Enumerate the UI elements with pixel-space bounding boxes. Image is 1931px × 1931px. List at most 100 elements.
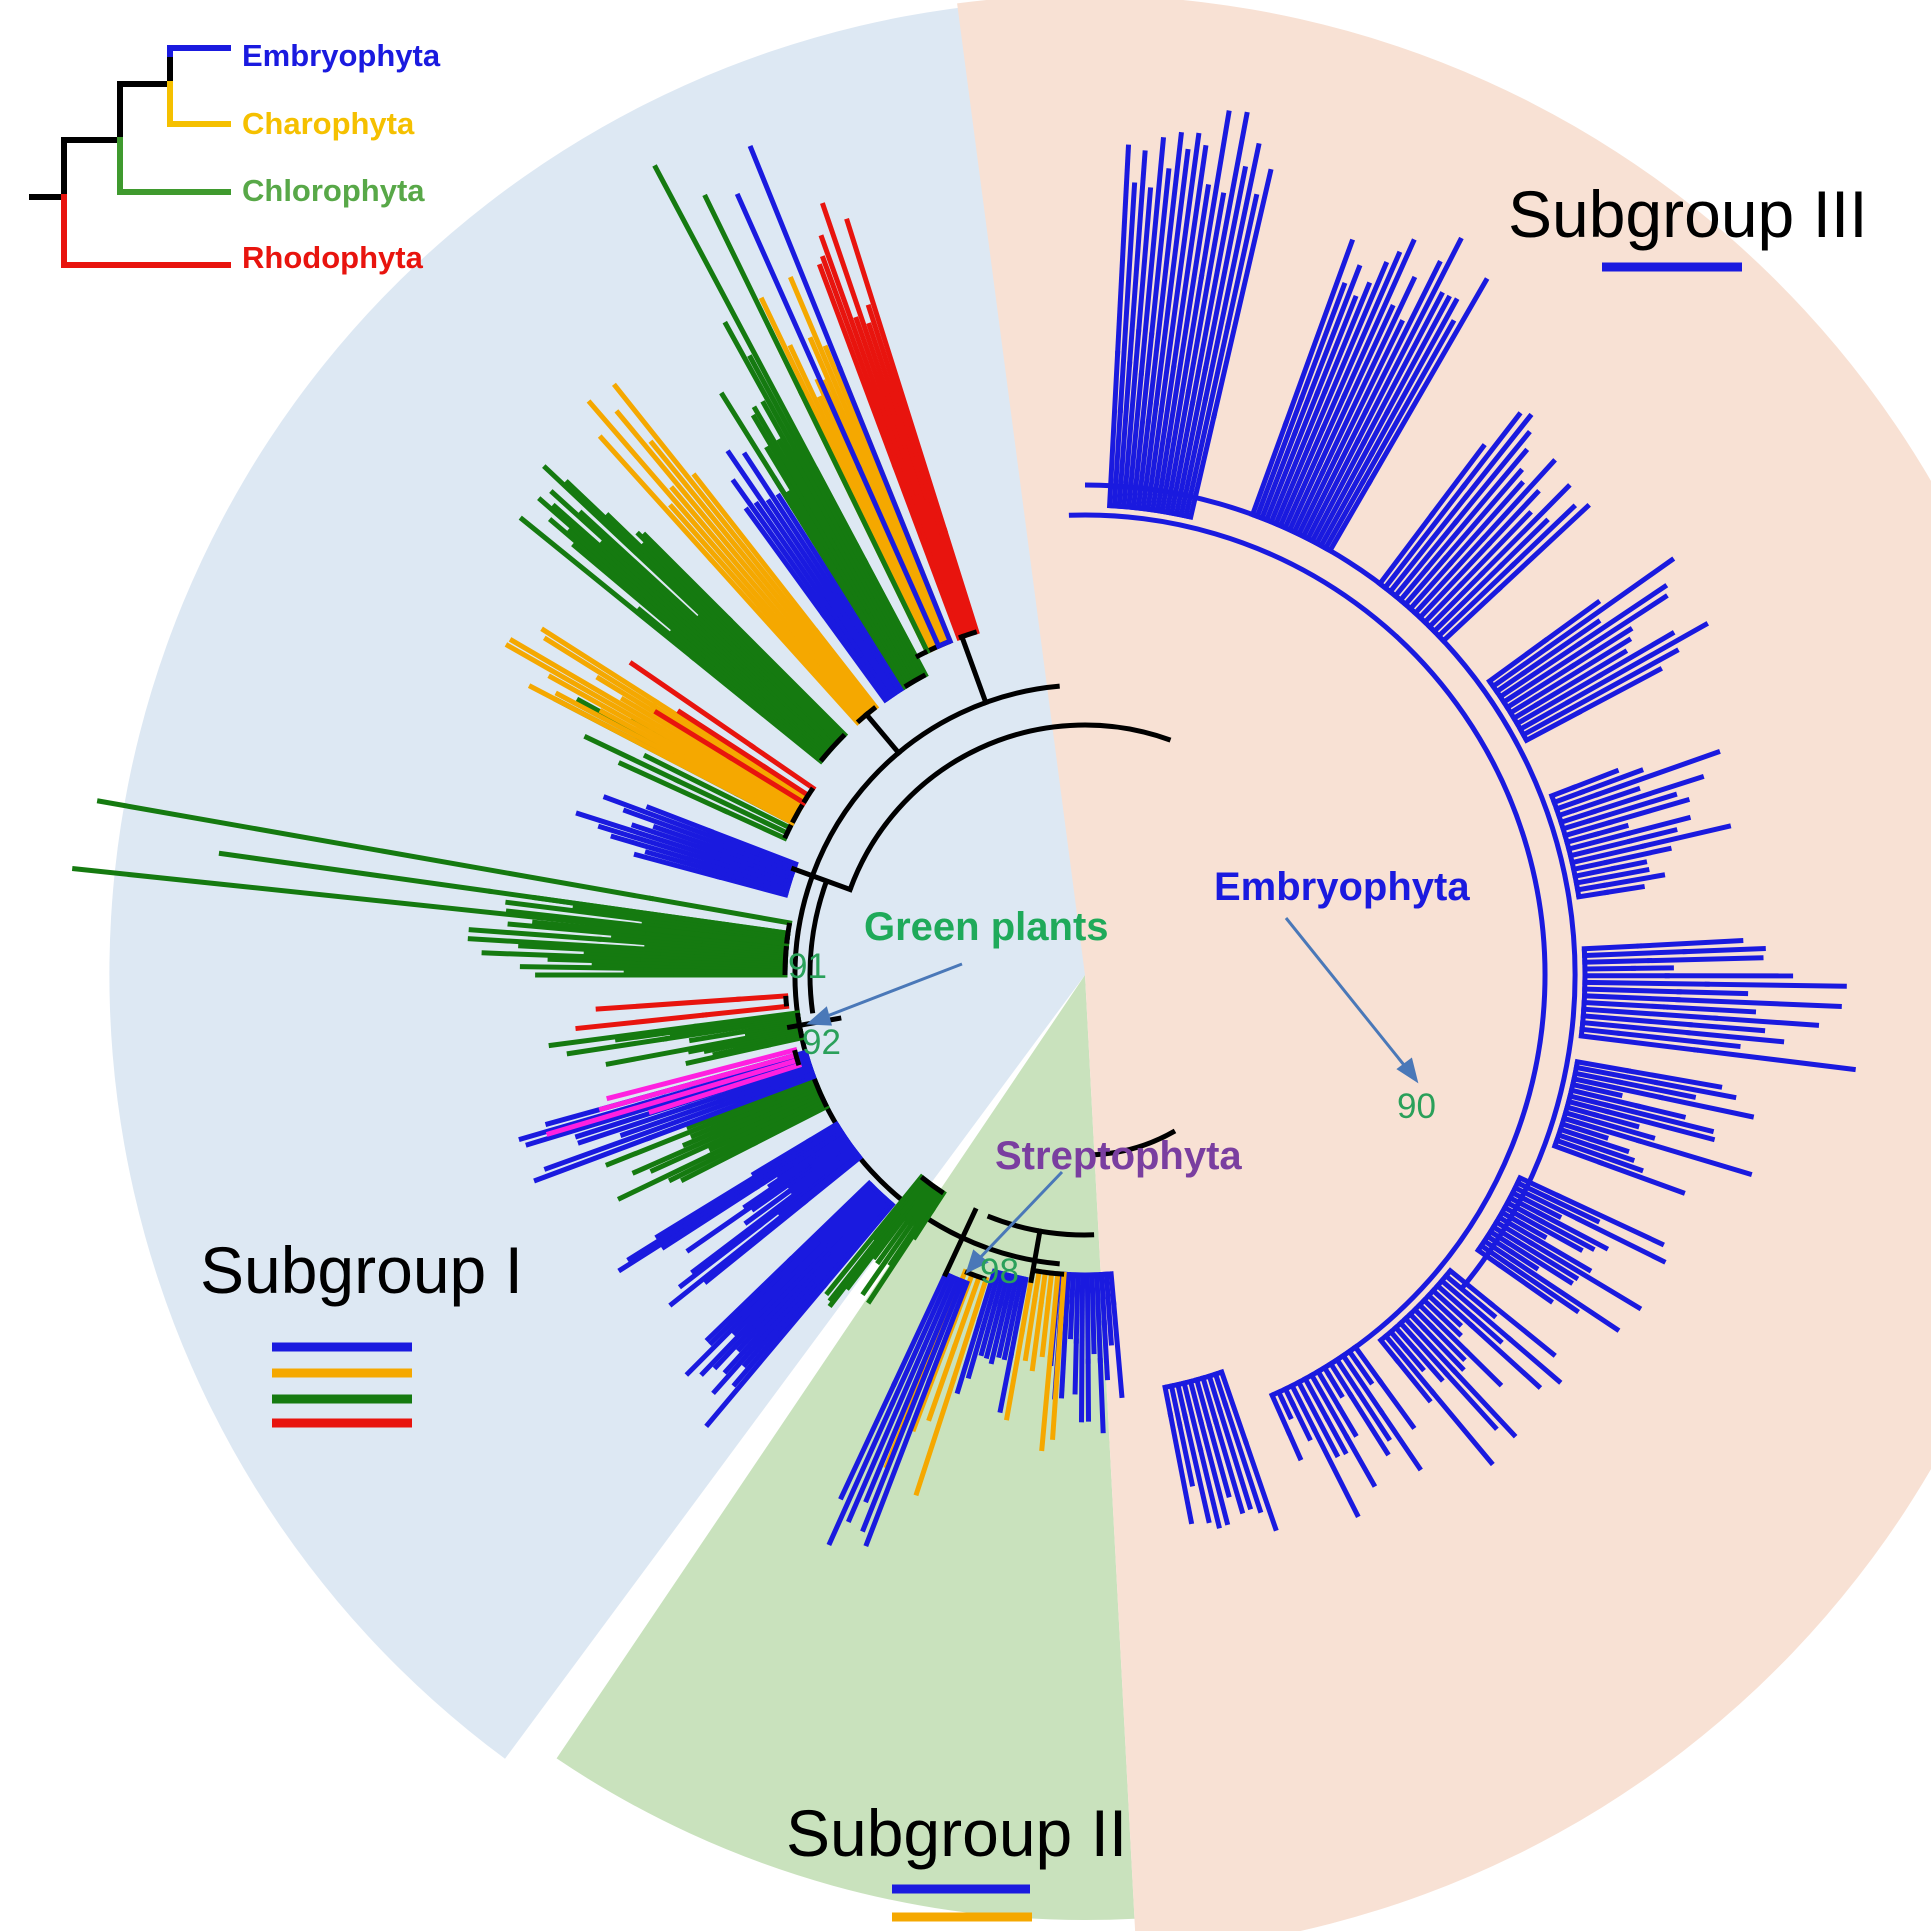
tree-branch bbox=[1004, 1328, 1026, 1421]
tree-branch bbox=[599, 539, 773, 696]
tree-branch bbox=[645, 1073, 817, 1142]
tree-branch bbox=[822, 344, 901, 523]
tree-branch bbox=[1441, 467, 1525, 563]
tree-branch bbox=[1406, 560, 1454, 613]
tree-branch bbox=[1148, 168, 1172, 338]
tree-branch bbox=[827, 1241, 881, 1309]
tree-arc bbox=[937, 638, 952, 649]
tree-branch bbox=[785, 489, 877, 635]
tree-branch bbox=[776, 1162, 845, 1217]
tree-branch bbox=[893, 516, 951, 646]
tree-branch bbox=[508, 637, 667, 732]
tree-branch bbox=[690, 1171, 825, 1275]
tree-branch bbox=[1393, 1356, 1433, 1404]
tree-branch bbox=[1480, 458, 1557, 542]
tree-branch bbox=[1126, 150, 1148, 367]
tree-branch bbox=[853, 542, 920, 661]
tree-branch bbox=[696, 613, 770, 683]
tree-branch bbox=[1484, 488, 1541, 549]
tree-branch bbox=[685, 1164, 812, 1254]
tree-branch bbox=[1439, 585, 1503, 645]
tree-arc bbox=[914, 649, 929, 660]
tree-branch bbox=[926, 1279, 970, 1384]
tree-branch bbox=[1145, 408, 1165, 513]
tree-branch bbox=[1165, 184, 1212, 443]
tree-branch bbox=[1325, 1371, 1345, 1399]
tree-branch bbox=[710, 749, 806, 810]
tree-branch bbox=[788, 1094, 826, 1115]
tree-branch bbox=[1216, 1407, 1254, 1511]
tree-branch bbox=[543, 1097, 741, 1172]
tree-branch bbox=[753, 500, 865, 658]
tree-branch bbox=[708, 1108, 796, 1153]
tree-branch bbox=[865, 469, 946, 648]
tree-branch bbox=[1630, 965, 1674, 971]
tree-branch bbox=[712, 1230, 845, 1371]
tree-branch bbox=[1559, 1120, 1581, 1132]
tree-branch bbox=[1347, 1391, 1391, 1457]
tree-branch bbox=[806, 1199, 894, 1301]
tree-branch bbox=[1402, 1346, 1426, 1373]
tree-branch bbox=[1587, 791, 1678, 824]
tree-branch bbox=[1582, 979, 1710, 987]
green-plants-arrow bbox=[821, 962, 963, 1020]
tree-branch bbox=[685, 1063, 813, 1110]
tree-branch bbox=[1462, 412, 1534, 500]
tree-branch bbox=[1281, 392, 1348, 532]
tree-branch bbox=[1032, 1268, 1042, 1301]
tree-branch bbox=[1199, 1374, 1219, 1425]
tree-branch bbox=[1114, 144, 1132, 357]
tree-branch bbox=[1428, 443, 1487, 518]
legend-label-charophyta: Charophyta bbox=[242, 106, 415, 141]
tree-branch bbox=[1258, 429, 1299, 522]
tree-branch bbox=[1555, 807, 1578, 819]
tree-branch bbox=[1600, 1153, 1644, 1174]
tree-branch bbox=[1154, 436, 1172, 514]
tree-branch bbox=[797, 622, 874, 715]
tree-branch bbox=[1135, 187, 1154, 335]
tree-branch bbox=[743, 1047, 798, 1066]
tree-branch bbox=[965, 1324, 987, 1380]
tree-branch bbox=[1636, 1137, 1753, 1178]
tree-branch bbox=[1442, 1369, 1499, 1431]
tree-branch bbox=[816, 263, 899, 470]
tree-branch bbox=[1285, 1428, 1304, 1462]
tree-branch bbox=[1401, 555, 1449, 608]
tree-branch bbox=[827, 1210, 901, 1303]
tree-branch bbox=[1072, 1338, 1079, 1395]
tree-branch bbox=[1097, 1357, 1106, 1434]
tree-branch bbox=[1575, 583, 1669, 648]
tree-branch bbox=[554, 690, 664, 752]
tree-branch bbox=[765, 498, 847, 617]
tree-branch bbox=[677, 1221, 764, 1290]
tree-branch bbox=[1430, 562, 1505, 635]
tree-branch bbox=[1304, 436, 1362, 542]
tree-branch bbox=[748, 861, 794, 881]
tree-branch bbox=[1579, 1026, 1621, 1036]
tree-branch bbox=[610, 833, 693, 863]
tree-branch bbox=[1162, 1384, 1174, 1418]
tree-branch bbox=[1416, 541, 1492, 622]
tree-branch bbox=[788, 1185, 879, 1278]
tree-branch bbox=[1574, 882, 1608, 893]
tree-branch bbox=[1320, 250, 1403, 431]
tree-branch bbox=[1218, 1368, 1249, 1445]
green-plants-arrowhead bbox=[806, 1006, 832, 1026]
tree-branch bbox=[980, 1269, 1002, 1331]
tree-branch bbox=[1421, 581, 1465, 626]
tree-branch bbox=[1564, 621, 1710, 706]
tree-branch bbox=[1340, 238, 1417, 400]
tree-branch bbox=[1079, 1272, 1086, 1351]
tree-branch bbox=[1313, 408, 1391, 547]
tree-branch bbox=[1582, 986, 1682, 995]
tree-branch bbox=[1579, 1019, 1692, 1036]
tree-branch bbox=[1685, 1029, 1785, 1045]
tree-branch bbox=[1582, 965, 1636, 972]
tree-branch bbox=[688, 1026, 759, 1044]
tree-branch bbox=[1039, 1355, 1053, 1452]
tree-branch bbox=[858, 650, 895, 700]
tree-branch bbox=[699, 1241, 830, 1377]
tree-branch bbox=[1575, 666, 1663, 716]
tree-branch bbox=[1581, 993, 1681, 1003]
